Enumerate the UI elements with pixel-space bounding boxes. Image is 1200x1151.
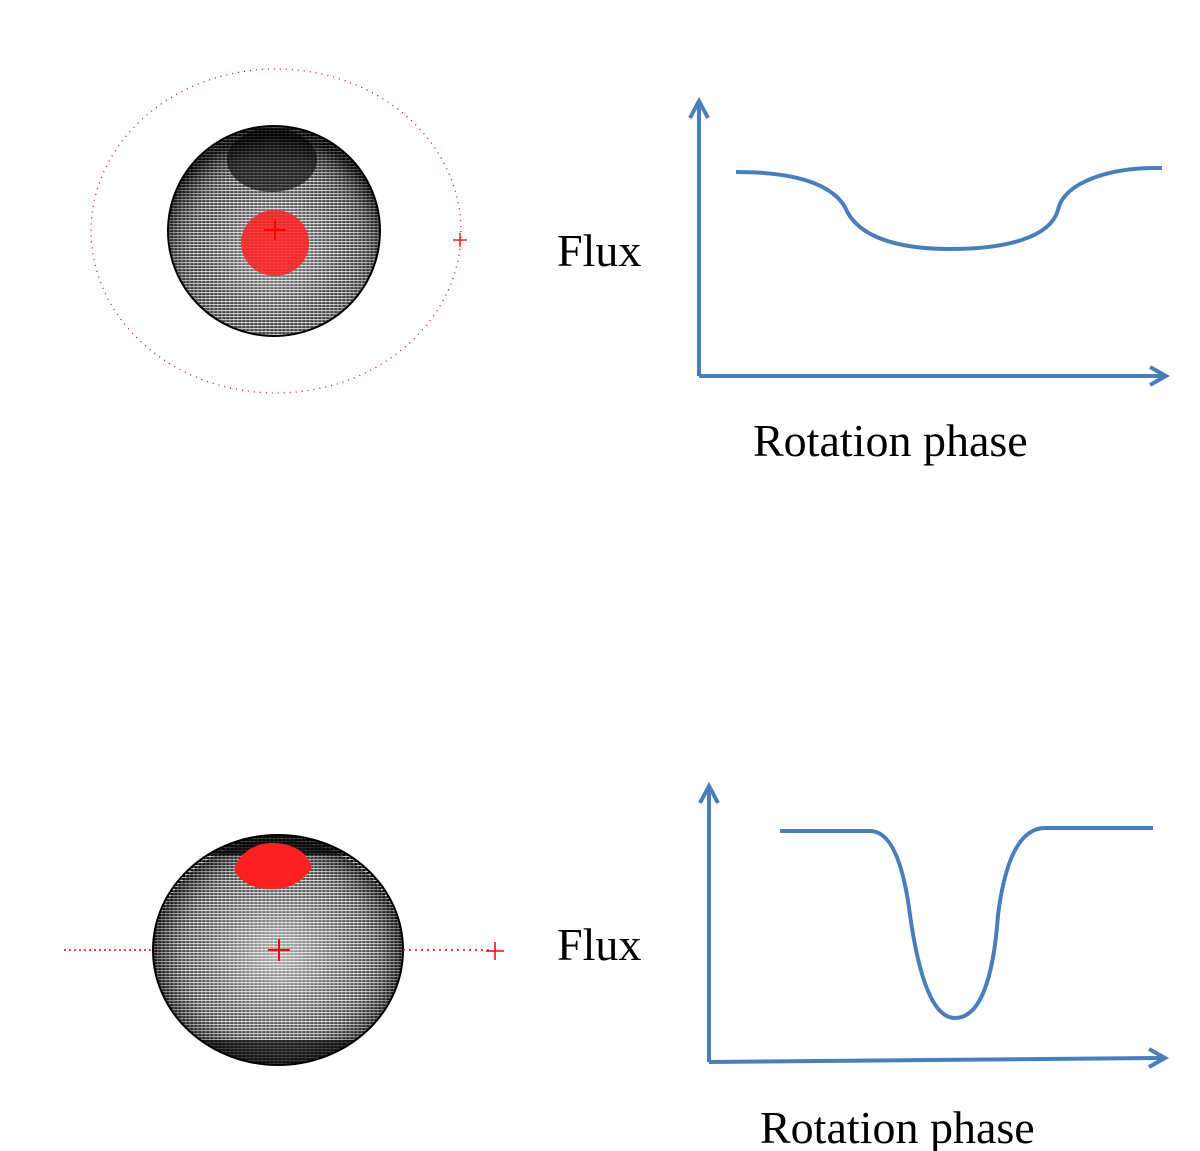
y-axis-arrowhead [688,96,710,119]
x-axis-arrowhead [1148,1047,1170,1069]
star-pole-on [90,68,467,394]
star-body [167,125,381,337]
x-axis [708,1056,1163,1064]
x-axis-arrowhead [1149,365,1171,387]
lightcurve-1: Flux Rotation phase [557,96,1171,466]
orbit-marker [453,233,467,247]
y-axis-label: Flux [557,225,641,276]
star-spot [234,843,312,889]
x-axis-label: Rotation phase [760,1102,1035,1151]
flux-curve [780,826,1153,1021]
orbit-marker [486,942,504,960]
x-axis-label: Rotation phase [753,415,1028,466]
y-axis-arrowhead [698,781,720,804]
y-axis-label: Flux [557,919,641,970]
spot-marker [264,220,286,240]
star-equator-on [64,834,504,1066]
flux-curve [735,165,1163,252]
lightcurve-2: Flux Rotation phase [557,781,1170,1151]
star-spot [241,210,309,276]
center-marker [268,939,290,961]
orbit-ring [90,68,462,394]
